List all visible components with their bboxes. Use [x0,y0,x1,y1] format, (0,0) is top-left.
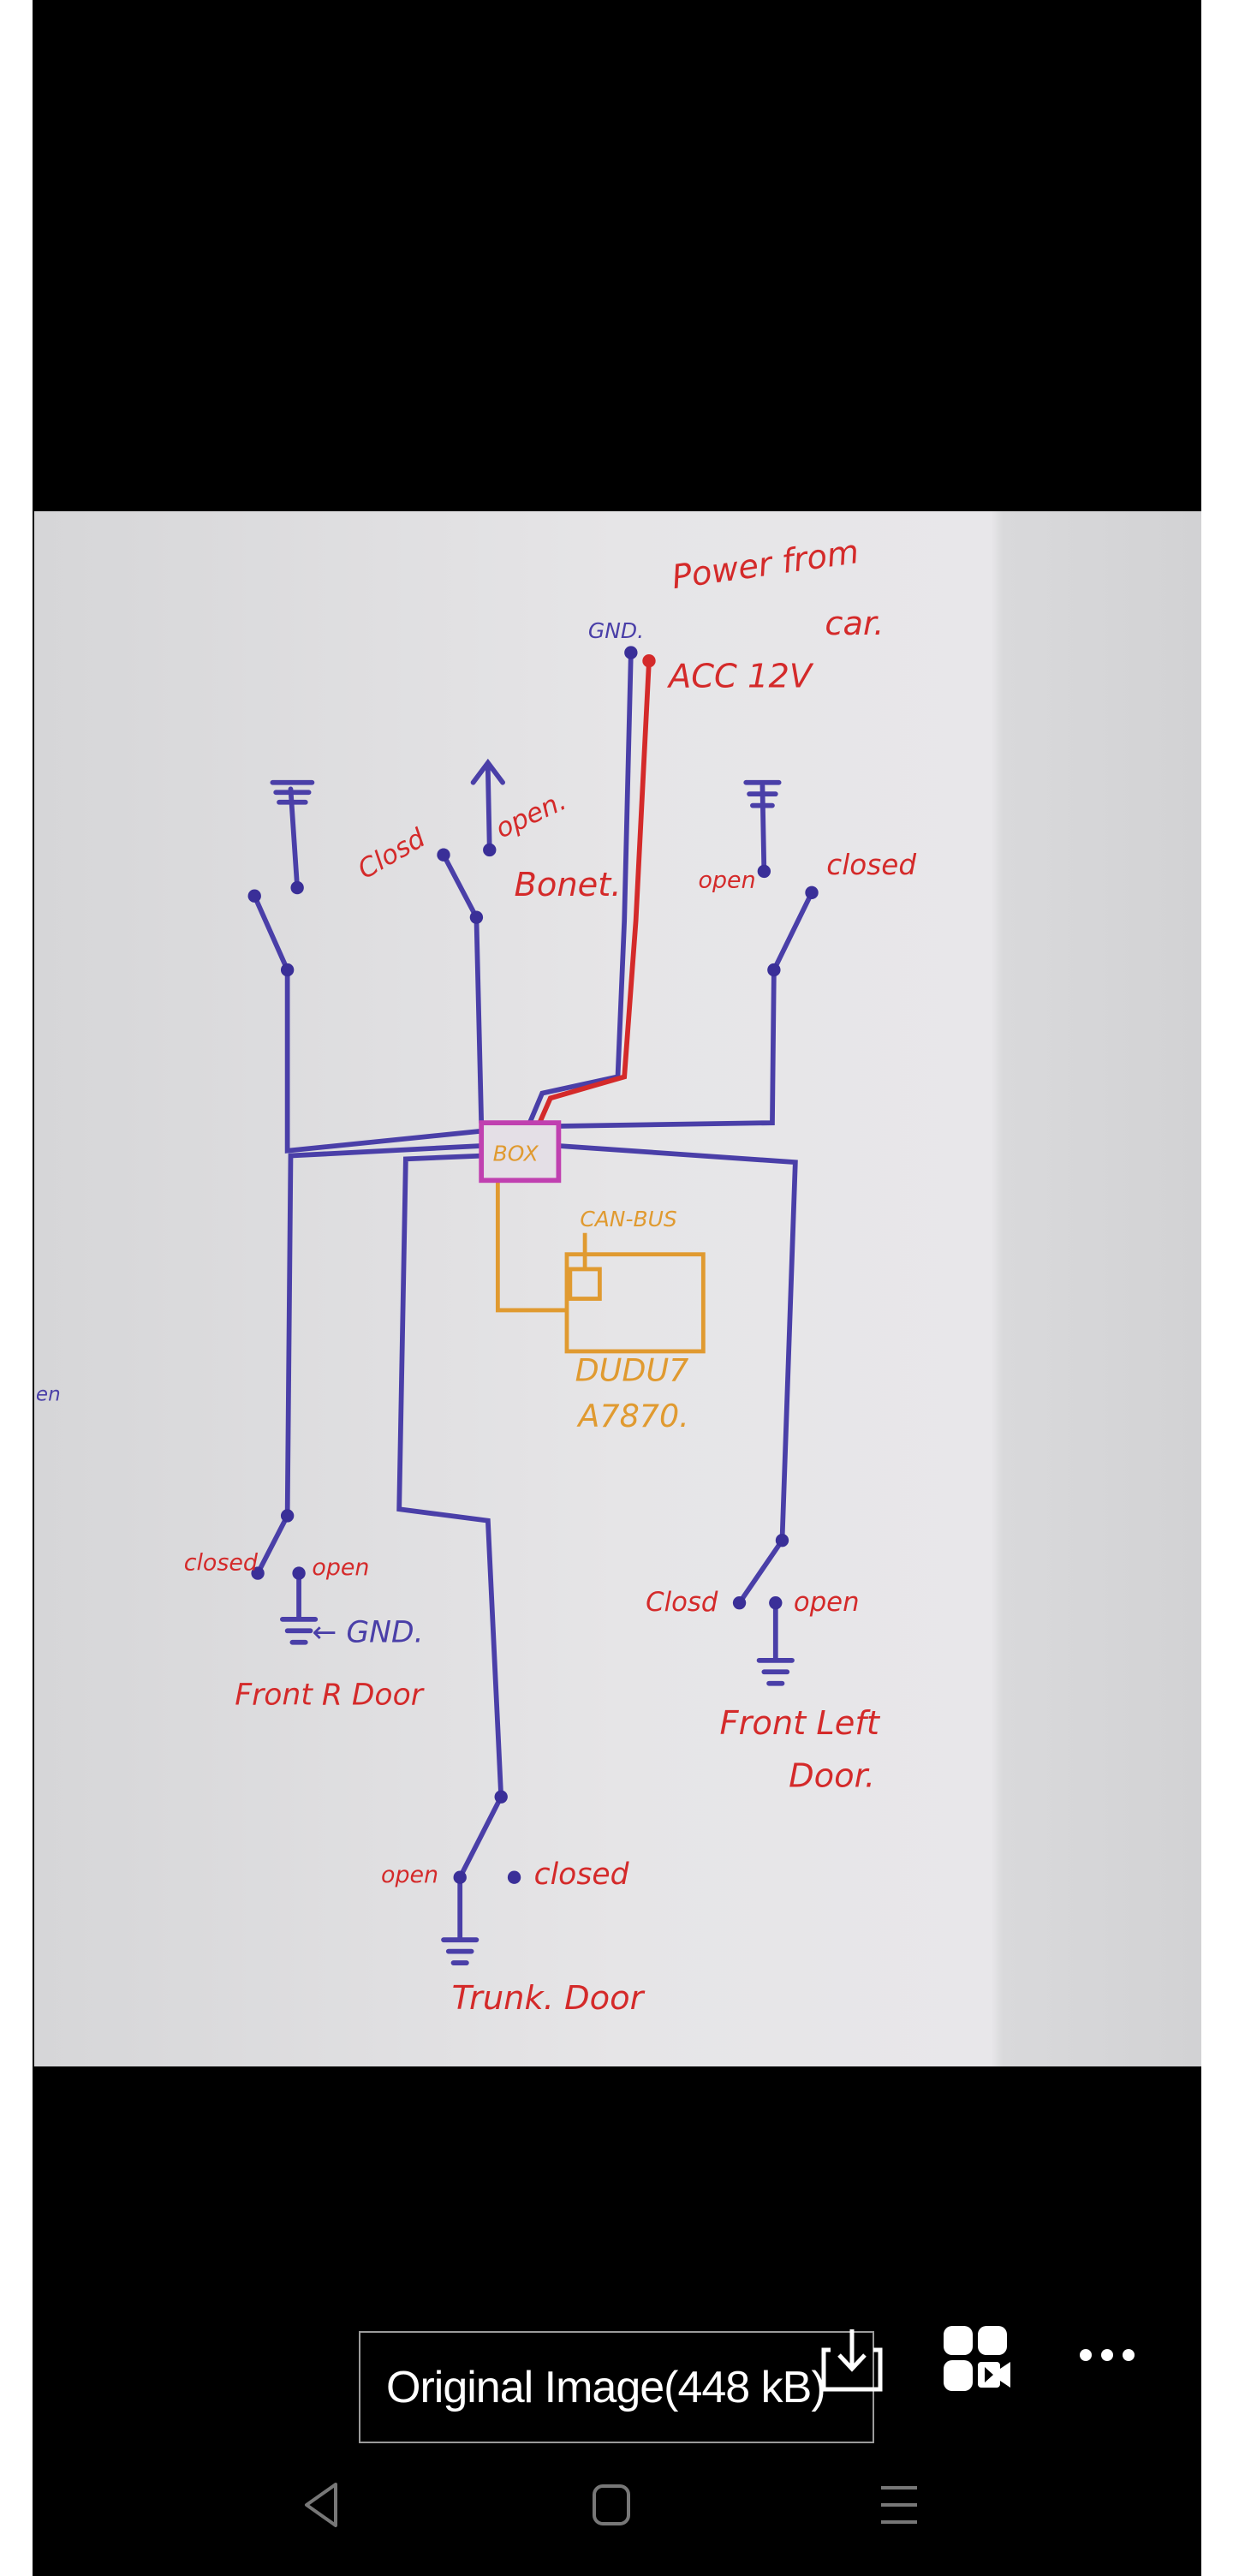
fld-label-2: Door. [789,1757,875,1796]
more-icon[interactable] [1077,2346,1137,2364]
junction-box [479,1120,562,1184]
gnd-top-label: GND. [588,618,644,643]
recents-icon[interactable] [878,2479,920,2535]
fld-closed-label: Closd [646,1587,718,1618]
box-label: BOX [493,1141,539,1166]
canbus-label: CAN-BUS [580,1207,676,1231]
unit-label-2: A7870. [576,1398,688,1434]
frd-gnd-label: ← GND. [312,1616,423,1650]
frd-label: Front R Door [235,1679,424,1713]
trunk-label: Trunk. Door [452,1979,646,2018]
trunk-closed-label: closed [534,1857,630,1892]
power-label-2: car. [825,605,884,643]
frd-closed-label: closed [184,1549,259,1576]
frd-open-label: open [312,1554,369,1581]
acc-label: ACC 12V [666,657,814,695]
bonnet-label: Bonet. [515,866,622,904]
unit-label: DUDU7 [575,1352,689,1389]
trunk-open-label: open [381,1862,438,1888]
home-icon[interactable] [591,2479,634,2535]
can-bus-wiring [495,1180,706,1354]
switch-contacts [247,646,819,1884]
right-open-label: open [699,868,756,894]
right-closed-label: closed [826,849,916,881]
back-icon[interactable] [300,2479,342,2535]
paper [34,511,1201,2066]
fld-open-label: open [794,1587,860,1618]
blue-wires [252,650,814,1965]
fld-label: Front Left [720,1704,881,1743]
download-icon[interactable] [820,2328,885,2396]
wiring-diagram: Power from car. ACC 12V Closd open. Bone… [34,511,1201,2066]
red-acc-wire [536,660,652,1126]
stray-mark: en [36,1384,61,1406]
wiring-diagram-photo[interactable]: Power from car. ACC 12V Closd open. Bone… [34,511,1201,2066]
gallery-video-icon[interactable] [942,2324,1014,2393]
original-image-button[interactable]: Original Image(448 kB) [359,2331,874,2443]
